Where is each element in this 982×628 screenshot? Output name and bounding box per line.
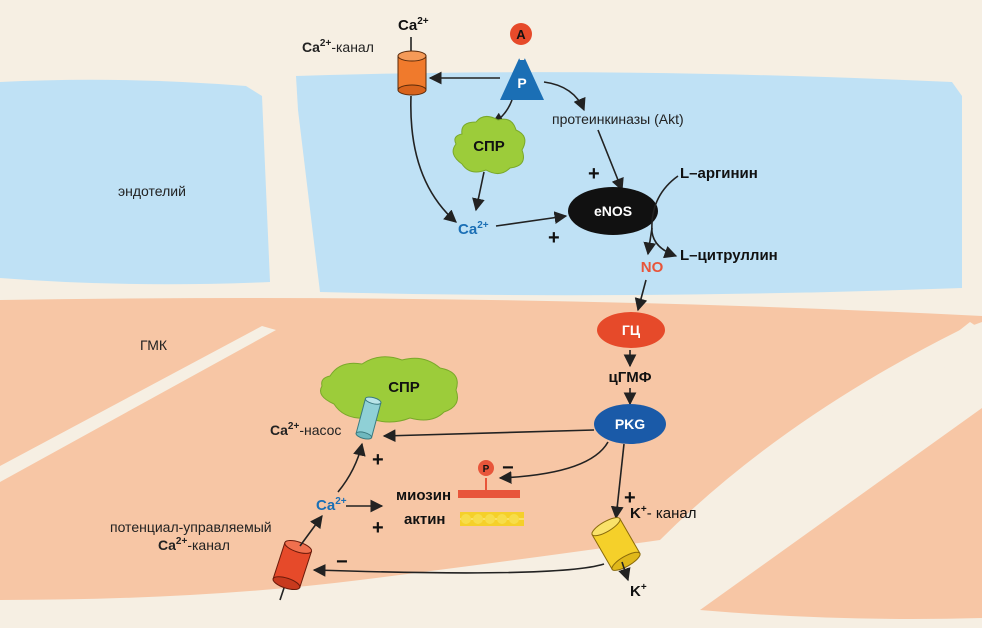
- arrow-akt-to-enos: [597, 129, 624, 192]
- pkg-label: PKG: [615, 416, 645, 432]
- receptor-label: P: [517, 75, 526, 91]
- plus-k: +: [624, 487, 636, 509]
- k-channel-label: K+- канал: [630, 504, 696, 522]
- pump-label: Ca2+-насос: [270, 421, 341, 438]
- ca-channel-label: Ca2+-канал: [302, 38, 374, 55]
- smooth-muscle-layer: [0, 298, 982, 619]
- smc-upper-left: [0, 300, 300, 470]
- cgmp-label: цГМФ: [608, 369, 651, 386]
- ca-inner: Ca2+: [458, 220, 489, 238]
- cell-gap-right: [668, 322, 982, 566]
- akt-label: протеинкиназы (Akt): [552, 111, 684, 127]
- vgc-label-line2: Ca2+-канал: [158, 536, 230, 553]
- vgc-channel: [272, 540, 313, 591]
- plus-ca: +: [548, 227, 560, 249]
- cell-gap-left: [0, 326, 276, 482]
- ca-pump: [355, 396, 382, 440]
- citrulline-label: L–цитруллин: [680, 247, 778, 264]
- smc-main-cell: [0, 298, 982, 600]
- receptor: [500, 46, 544, 100]
- endothelial-cell-left: [0, 79, 270, 285]
- agonist-icon: [510, 23, 532, 45]
- phospho-icon: [478, 460, 494, 476]
- ca-smc: Ca2+: [316, 496, 347, 514]
- enos-label: eNOS: [594, 203, 632, 219]
- arrow-k-out: [618, 561, 631, 582]
- ca-channel: [397, 37, 427, 96]
- arrow-receptor-to-akt: [543, 81, 586, 112]
- plus-actin: +: [372, 517, 384, 539]
- arrow-ca-to-pump: [337, 442, 366, 493]
- arrow-no-to-gc: [634, 279, 648, 312]
- spr-endothelium: [452, 116, 526, 174]
- plus-akt: +: [588, 163, 600, 185]
- arrow-ca-to-enos: [495, 211, 568, 227]
- arrow-k-to-vgc: [312, 563, 605, 577]
- spr-endo-label: СПР: [473, 138, 505, 155]
- myosin-bar: [458, 490, 520, 498]
- smc-right-cell: [700, 408, 982, 619]
- arrow-pkg-to-k: [610, 443, 625, 520]
- endothelium-label: эндотелий: [118, 183, 186, 199]
- minus-myosin: −: [502, 457, 514, 479]
- agonist-label: A: [516, 27, 526, 42]
- arrow-spr-to-ca: [472, 171, 485, 212]
- phospho-label: P: [483, 464, 490, 475]
- gc-node: [597, 312, 665, 348]
- pkg-node: [594, 404, 666, 444]
- actin-filament: [460, 512, 524, 526]
- enos-node: [568, 187, 658, 235]
- actin-label: актин: [404, 511, 445, 528]
- no-label: NO: [641, 259, 664, 276]
- spr-smc-label: СПР: [388, 379, 420, 396]
- spr-smc: [320, 356, 458, 423]
- arrow-vgc-to-ca: [299, 514, 323, 547]
- arrow-channel-to-ca: [410, 95, 457, 223]
- endothelial-cell-right: [296, 72, 962, 296]
- plus-pump: +: [372, 449, 384, 471]
- ca-ion-outside: Ca2+: [398, 16, 429, 34]
- arrow-pkg-to-pump: [382, 429, 595, 443]
- smc-label: ГМК: [140, 337, 168, 353]
- minus-vgc: −: [336, 551, 348, 573]
- arrow-pkg-to-myosin: [498, 441, 609, 484]
- k-out-label: K+: [630, 582, 647, 600]
- k-channel: [591, 517, 641, 571]
- vgc-label-line1: потенциал-управляемый: [110, 519, 272, 535]
- arrow-to-no: [643, 227, 657, 256]
- myosin-label: миозин: [396, 487, 451, 504]
- arginine-label: L–аргинин: [680, 165, 758, 182]
- gc-label: ГЦ: [622, 322, 641, 338]
